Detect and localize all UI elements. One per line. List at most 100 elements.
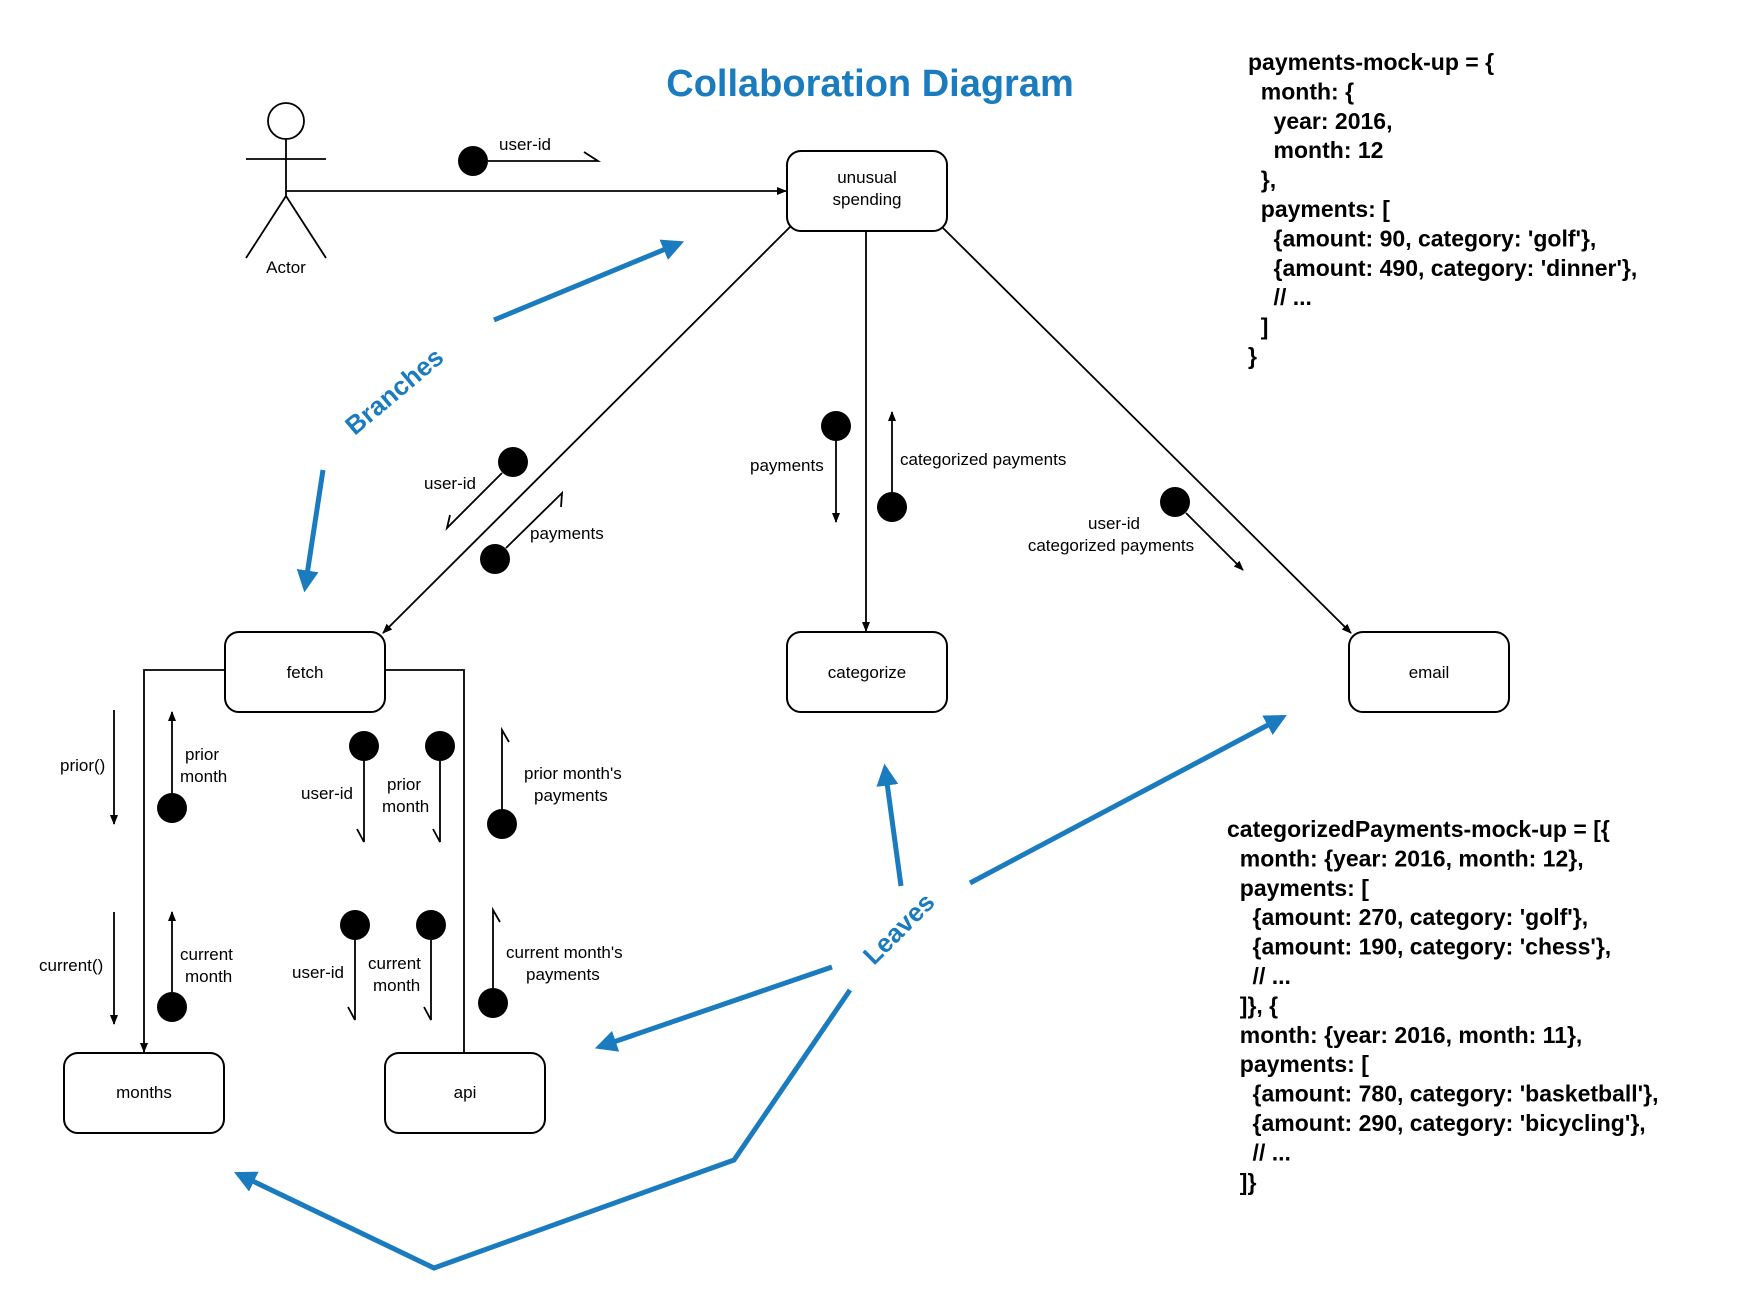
node-fetch: fetch <box>224 631 386 713</box>
node-email: email <box>1348 631 1510 713</box>
message-dot <box>480 544 510 574</box>
node-api-label: api <box>454 1083 477 1102</box>
message-dot <box>349 731 379 761</box>
code-line: payments: [ <box>1227 1051 1369 1077</box>
code-line: month: {year: 2016, month: 12}, <box>1227 845 1584 871</box>
api-user-id-label-2: user-id <box>292 963 344 982</box>
code-line: {amount: 290, category: 'bicycling'}, <box>1227 1110 1646 1136</box>
code-line: payments: [ <box>1227 875 1369 901</box>
node-fetch-label: fetch <box>287 663 324 682</box>
message-arrow <box>492 906 501 988</box>
node-email-label: email <box>1409 663 1450 682</box>
message-dot <box>157 992 187 1022</box>
diagram-title: Collaboration Diagram <box>666 63 1074 105</box>
code-line: {amount: 270, category: 'golf'}, <box>1227 904 1588 930</box>
message-dot <box>157 793 187 823</box>
message-arrow <box>505 490 564 549</box>
code-line: }, <box>1248 167 1276 193</box>
categorized-payments-label: categorized payments <box>900 450 1066 469</box>
node-months-label: months <box>116 1083 172 1102</box>
node-unusual-label-1: unusual <box>837 168 897 187</box>
message-arrow <box>445 472 503 531</box>
api-current-payments-label-1: current month's <box>506 943 623 962</box>
message-dot <box>340 910 370 940</box>
leaves-arrow-email <box>968 714 1287 886</box>
prior-month-label-1: prior <box>185 745 219 764</box>
node-categorize: categorize <box>786 631 948 713</box>
code-line: {amount: 90, category: 'golf'}, <box>1248 225 1596 251</box>
message-dot <box>487 809 517 839</box>
code-line: payments-mock-up = { <box>1248 49 1494 75</box>
current-month-label-2: month <box>185 967 232 986</box>
fetch-to-api-link <box>385 669 465 1052</box>
actor-label: Actor <box>266 258 306 277</box>
code-line: {amount: 190, category: 'chess'}, <box>1227 934 1611 960</box>
message-dot <box>1160 487 1190 517</box>
actor-user-id-label: user-id <box>499 135 551 154</box>
code-line: ]} <box>1227 1169 1256 1195</box>
message-arrow <box>432 761 441 843</box>
message-arrow <box>488 151 602 162</box>
leaves-arrow-categorize <box>876 763 904 887</box>
prior-call-label: prior() <box>60 756 105 775</box>
message-arrow <box>1185 512 1244 571</box>
leaves-arrow-months <box>234 988 853 1271</box>
code-line: {amount: 780, category: 'basketball'}, <box>1227 1081 1658 1107</box>
message-dot <box>416 910 446 940</box>
email-user-id-label: user-id <box>1088 514 1140 533</box>
message-dot <box>458 146 488 176</box>
node-categorize-label: categorize <box>828 663 906 682</box>
message-dot <box>425 731 455 761</box>
code-line: ] <box>1248 314 1268 340</box>
api-prior-month-label-1: prior <box>387 775 421 794</box>
api-user-id-label-1: user-id <box>301 784 353 803</box>
leaves-label: Leaves <box>857 887 941 971</box>
code-line: // ... <box>1227 1139 1291 1165</box>
email-categorized-label: categorized payments <box>1028 536 1194 555</box>
node-unusual-label-2: spending <box>832 190 901 209</box>
message-dot <box>478 988 508 1018</box>
api-current-month-label-2: month <box>373 976 420 995</box>
message-arrow <box>423 940 432 1021</box>
node-months: months <box>63 1052 225 1134</box>
prior-month-label-2: month <box>180 767 227 786</box>
api-prior-month-label-2: month <box>382 797 429 816</box>
current-month-label-1: current <box>180 945 233 964</box>
code-line: year: 2016, <box>1248 108 1393 134</box>
api-prior-payments-label-2: payments <box>534 786 608 805</box>
message-dot <box>821 411 851 441</box>
unusual-to-email-link <box>941 226 1352 634</box>
code-line: payments: [ <box>1248 196 1390 222</box>
api-current-payments-label-2: payments <box>526 965 600 984</box>
node-api: api <box>384 1052 546 1134</box>
code-line: // ... <box>1248 284 1312 310</box>
code-line: // ... <box>1227 963 1291 989</box>
message-arrow <box>347 940 356 1021</box>
unusual-to-fetch-link <box>382 226 791 634</box>
code-line: month: {year: 2016, month: 11}, <box>1227 1022 1582 1048</box>
categorize-payments-label: payments <box>750 456 824 475</box>
node-unusual-spending: unusual spending <box>786 150 948 232</box>
code-line: month: 12 <box>1248 137 1383 163</box>
code-line: categorizedPayments-mock-up = [{ <box>1227 816 1610 842</box>
message-dot <box>877 492 907 522</box>
categorized-mock-code-block: categorizedPayments-mock-up = [{ month: … <box>1227 816 1658 1195</box>
code-line: ]}, { <box>1227 992 1278 1018</box>
fetch-to-months-link <box>140 669 225 1053</box>
current-call-label: current() <box>39 956 103 975</box>
fetch-payments-label: payments <box>530 524 604 543</box>
api-prior-payments-label-1: prior month's <box>524 764 622 783</box>
fetch-user-id-label: user-id <box>424 474 476 493</box>
api-current-month-label-1: current <box>368 954 421 973</box>
actor-figure <box>245 102 327 259</box>
branches-arrow-down <box>296 469 326 593</box>
code-line: {amount: 490, category: 'dinner'}, <box>1248 255 1637 281</box>
payments-mock-code-block: payments-mock-up = { month: { year: 2016… <box>1248 49 1637 369</box>
code-line: month: { <box>1248 78 1354 104</box>
message-dot <box>498 447 528 477</box>
branches-arrow-up <box>493 239 685 323</box>
message-arrow <box>501 726 510 809</box>
leaves-arrow-api <box>594 964 833 1052</box>
code-line: } <box>1248 343 1257 369</box>
